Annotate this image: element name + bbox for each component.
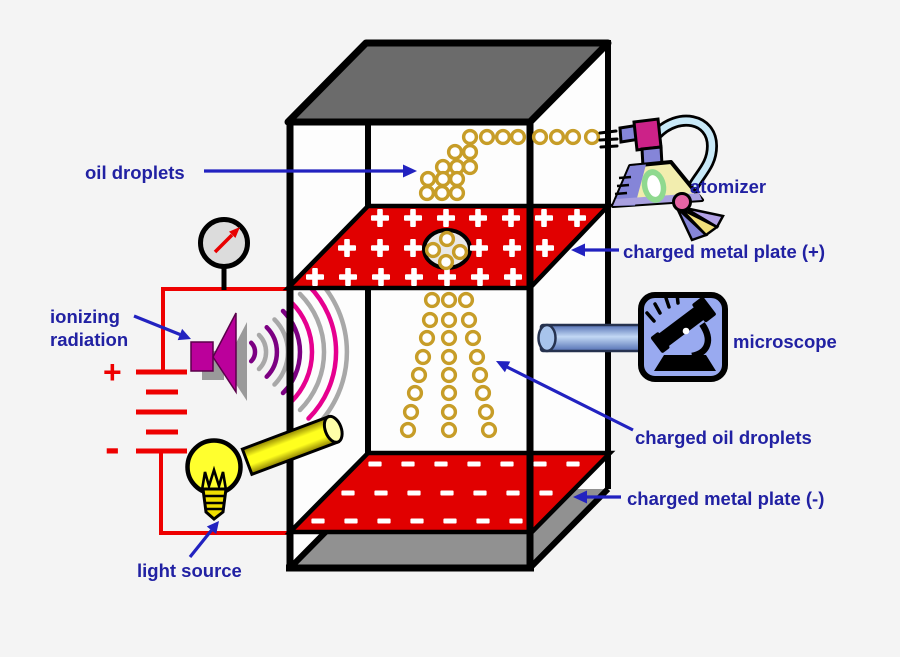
label-charged-oil-droplets: charged oil droplets <box>635 427 812 448</box>
arrow-charged-plate-negative <box>573 490 621 504</box>
label-charged-plate-negative: charged metal plate (-) <box>627 488 824 509</box>
circuit-wiring <box>159 287 292 535</box>
label-microscope: microscope <box>733 331 837 352</box>
label-atomizer: atomizer <box>690 176 766 197</box>
label-oil-droplets: oil droplets <box>85 162 185 183</box>
positive-charge-marks <box>306 209 586 286</box>
atomizer-icon <box>598 114 725 242</box>
label-charged-plate-positive: charged metal plate (+) <box>623 241 825 262</box>
battery-positive-terminal-label: + <box>103 354 122 390</box>
arrow-charged-oil-droplets <box>496 361 634 432</box>
battery-negative-terminal-label: - <box>105 423 120 472</box>
microscope-tube <box>537 323 647 353</box>
label-ionizing-radiation-line2: radiation <box>50 329 128 350</box>
microscope-icon <box>638 292 728 382</box>
voltage-gauge-icon <box>198 217 250 290</box>
label-light-source: light source <box>137 560 242 581</box>
battery-symbol <box>136 369 187 454</box>
label-ionizing-radiation-line1: ionizing <box>50 306 120 327</box>
arrow-charged-plate-positive <box>571 243 619 257</box>
oil-droplet-field <box>399 128 601 439</box>
negative-charge-marks <box>311 461 580 524</box>
box-edges <box>286 40 611 572</box>
light-beam <box>240 414 344 477</box>
radiation-source-icon <box>190 312 247 401</box>
arrow-light-source <box>188 521 219 559</box>
annotations: oil droplets ionizing radiation atomizer… <box>50 162 837 581</box>
arrow-oil-droplets <box>204 164 417 178</box>
atomizer-spray-marks <box>598 129 619 149</box>
light-bulb-icon <box>185 438 243 521</box>
arrow-ionizing-radiation <box>133 314 191 341</box>
